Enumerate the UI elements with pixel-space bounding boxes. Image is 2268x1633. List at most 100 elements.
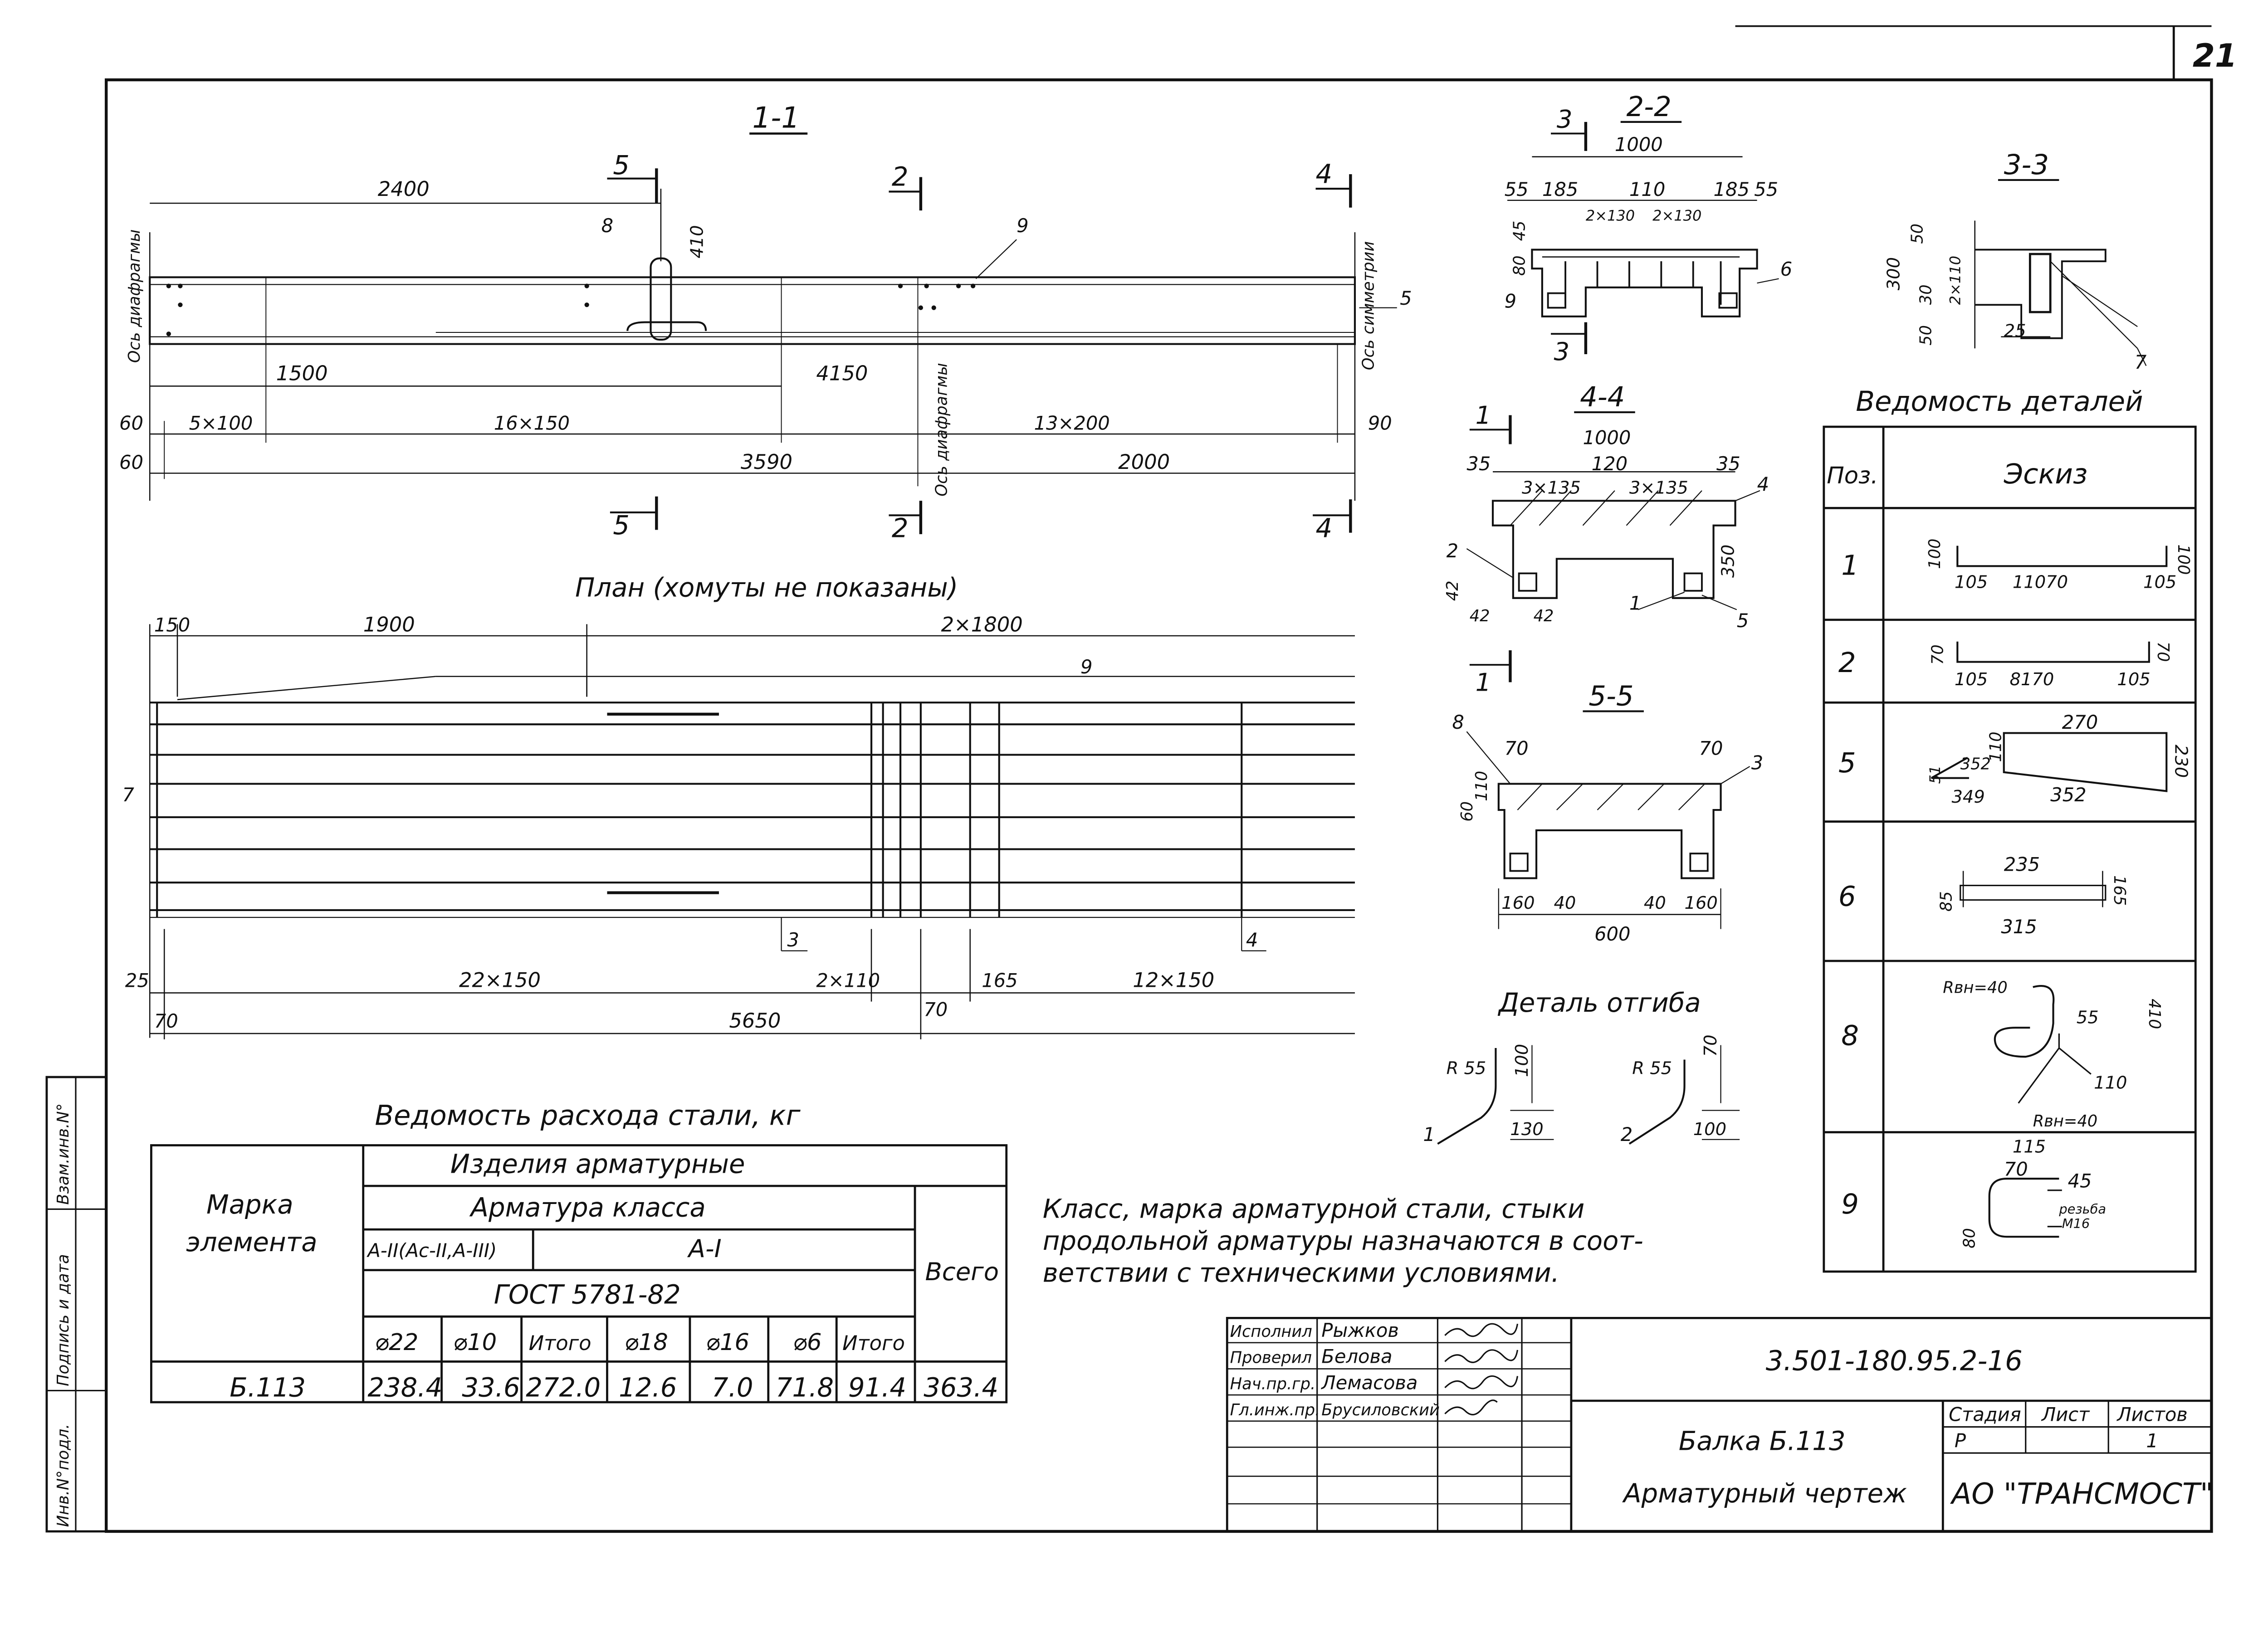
s44-dim-1000: 1000 [1583, 426, 1631, 448]
parts-row-8-lbl-1: 55 [2077, 1008, 2099, 1028]
parts-row-8-lbl-2: 410 [2145, 999, 2164, 1029]
steel-table: Ведомость расхода стали, кг Марка элемен… [150, 1100, 1008, 1404]
s55-dim-600: 600 [1594, 923, 1630, 945]
bend-right-r: R 55 [1632, 1058, 1672, 1079]
steel-h-class-2: А-I [687, 1234, 722, 1263]
parts-row-2-lbl-1: 105 [1955, 669, 1988, 690]
steel-cell-itogo2: 91.4 [848, 1372, 906, 1403]
s55-dim-40b: 40 [1644, 893, 1666, 913]
callout-8: 8 [601, 214, 613, 237]
s22-dim-45: 45 [1510, 221, 1529, 241]
section-2-2-title: 2-2 [1626, 91, 1671, 123]
section-3-3: 3-3 50 300 2×110 30 50 25 7 [1883, 149, 2147, 373]
parts-row-1-lbl-0: 100 [1926, 539, 1944, 569]
tb-name-0: Рыжков [1321, 1319, 1399, 1341]
s22-dim-80: 80 [1510, 255, 1529, 276]
bend-right-h: 70 [1701, 1034, 1721, 1057]
cut-5-top: 5 [613, 150, 630, 180]
tb-subtitle: Арматурный чертеж [1622, 1478, 1907, 1509]
plan-dim-25: 25 [125, 970, 149, 992]
parts-row-1-lbl-2: 11070 [2013, 572, 2068, 592]
steel-col-itogo1: Итого [529, 1331, 591, 1355]
axis-symmetry: Ось симметрии [1359, 241, 1378, 370]
bend-detail: Деталь отгиба R 55 100 130 1 R 55 70 100… [1423, 988, 1740, 1146]
dim-16x150: 16×150 [494, 412, 570, 434]
tb-sheets: 1 [2146, 1429, 2158, 1452]
section-2-2-cut: 3 [1557, 105, 1573, 134]
tb-org: АО "ТРАНСМОСТ" [1950, 1477, 2213, 1511]
cut-2-top: 2 [892, 162, 909, 192]
plan-view: План (хомуты не показаны) [122, 573, 1355, 1039]
dim-60a: 60 [119, 412, 143, 434]
steel-table-title: Ведомость расхода стали, кг [375, 1100, 801, 1132]
tb-role-2: Нач.пр.гр. [1230, 1375, 1316, 1393]
tb-role-1: Проверил [1230, 1349, 1312, 1367]
steel-h-total: Всего [925, 1257, 999, 1286]
axis-diaphragm-mid: Ось диафрагмы [932, 363, 951, 497]
bend-left-pos: 1 [1423, 1123, 1435, 1146]
section-4-4-cut-bottom: 1 [1476, 668, 1491, 697]
tb-name-1: Белова [1321, 1345, 1392, 1368]
steel-h-class-1: А-II(Ас-II,А-III) [366, 1239, 497, 1262]
parts-row-1-lbl-3: 105 [2143, 572, 2176, 592]
parts-row-5-lbl-2: 349 [1951, 787, 1984, 807]
section-3-3-title: 3-3 [2004, 149, 2049, 181]
bend-left-h: 100 [1512, 1044, 1532, 1077]
parts-row-8-pos: 8 [1841, 1020, 1859, 1052]
s44-dim-120: 120 [1592, 453, 1628, 475]
parts-schedule: Ведомость деталей Поз. Эскиз 1 [1823, 386, 2197, 1273]
s22-dim-55a: 55 [1505, 178, 1529, 200]
cut-5-bottom: 5 [613, 510, 630, 541]
steel-h-class: Арматура класса [469, 1192, 706, 1223]
steel-table-cols: ⌀22 ⌀10 Итого ⌀18 ⌀16 ⌀6 Итого [375, 1329, 905, 1356]
steel-col-d10: ⌀10 [453, 1329, 497, 1356]
steel-h-mark-1: Марка [206, 1189, 293, 1220]
s44-callout-2: 2 [1447, 540, 1458, 562]
parts-row-9-lbl-3: 80 [1960, 1228, 1979, 1248]
dim-5x100: 5×100 [189, 412, 253, 434]
parts-row-9-lbl-1: 70 [2004, 1158, 2028, 1180]
section-2-2: 2-2 3 3 1000 55 185 110 185 55 2×130 2×1… [1505, 91, 1793, 366]
s22-callout-9: 9 [1505, 290, 1516, 312]
table-row: Б.113 238.4 33.6 272.0 12.6 7.0 71.8 91.… [230, 1372, 998, 1403]
cut-4-top: 4 [1316, 159, 1333, 189]
parts-row-6-lbl-1: 85 [1937, 891, 1955, 912]
plan-dim-2x1800: 2×1800 [941, 612, 1023, 636]
s33-dim-2x110: 2×110 [1947, 256, 1964, 305]
steel-cell-total: 363.4 [924, 1372, 998, 1403]
parts-row-1-pos: 1 [1841, 550, 1859, 582]
parts-row-1-lbl-1: 105 [1955, 572, 1988, 592]
s44-dim-42b: 42 [1470, 607, 1490, 625]
plan-dim-150: 150 [154, 614, 190, 636]
parts-row-5-lbl-5: 352 [2050, 784, 2086, 806]
steel-cell-d22: 238.4 [367, 1372, 442, 1403]
s33-dim-30: 30 [1917, 284, 1936, 305]
parts-row-8-lbl-3: 110 [2094, 1073, 2127, 1093]
parts-row-8-lbl-4: Rвн=40 [2033, 1112, 2097, 1131]
s22-dim-2x130b: 2×130 [1652, 207, 1701, 224]
s44-dim-35b: 35 [1716, 453, 1740, 475]
steel-h-mark-2: элемента [186, 1227, 317, 1258]
s55-callout-3: 3 [1751, 751, 1763, 774]
s55-callout-8: 8 [1452, 711, 1464, 733]
s55-dim-160a: 160 [1501, 893, 1535, 913]
parts-h-pos: Поз. [1827, 462, 1878, 489]
parts-row-9-lbl-5: M16 [2062, 1216, 2090, 1231]
parts-row-6-lbl-3: 165 [2110, 875, 2129, 906]
tb-role-0: Исполнил [1230, 1322, 1312, 1341]
s33-dim-300: 300 [1883, 257, 1904, 290]
parts-h-sketch: Эскиз [2004, 458, 2087, 490]
tb-code: 3.501-180.95.2-16 [1766, 1345, 2023, 1377]
bend-detail-title: Деталь отгиба [1497, 988, 1701, 1018]
section-5-5: 5-5 70 70 110 60 160 40 40 160 600 8 3 [1452, 681, 1763, 946]
parts-row-6-lbl-2: 315 [2001, 916, 2037, 938]
sheet-number: 21 [2193, 37, 2237, 74]
s33-callout-7: 7 [2135, 351, 2147, 373]
steel-col-d22: ⌀22 [375, 1329, 418, 1356]
dim-4150: 4150 [816, 361, 868, 385]
plan-dim-2x110: 2×110 [816, 970, 880, 992]
parts-row-5-lbl-0: 51 [1926, 765, 1944, 784]
plan-dim-12x150: 12×150 [1133, 968, 1214, 992]
side-stamp-sign: Подпись и дата [54, 1254, 73, 1386]
plan-callout-3: 3 [787, 929, 799, 951]
